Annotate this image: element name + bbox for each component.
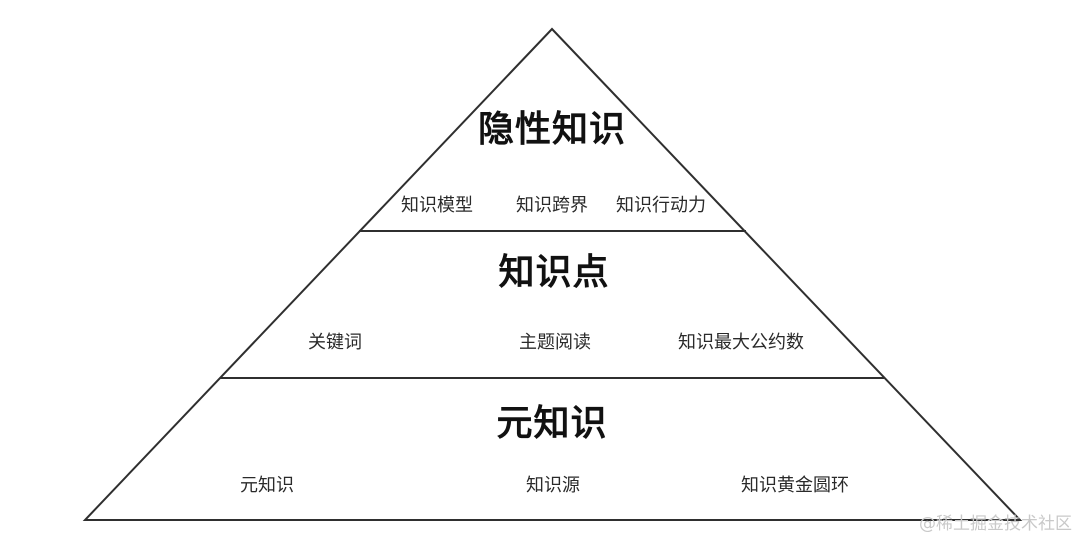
tier-item-knowledge-source: 知识源	[526, 475, 580, 496]
tier-item-keywords: 关键词	[308, 332, 362, 353]
tier-item-meta-knowledge: 元知识	[240, 475, 294, 496]
pyramid-triangle	[82, 27, 1023, 521]
tier-item-greatest-common-divisor: 知识最大公约数	[678, 332, 804, 353]
tier-title-tacit-knowledge: 隐性知识	[477, 109, 627, 150]
watermark: @稀土掘金技术社区	[919, 514, 1072, 534]
tier-item-knowledge-action: 知识行动力	[616, 195, 706, 216]
tier-title-knowledge-points: 知识点	[498, 252, 610, 293]
tier-item-knowledge-crossover: 知识跨界	[516, 195, 588, 216]
tier-title-meta-knowledge: 元知识	[496, 403, 608, 444]
tier-item-topic-reading: 主题阅读	[519, 332, 591, 353]
tier-item-knowledge-model: 知识模型	[401, 195, 473, 216]
tier-item-golden-circle: 知识黄金圆环	[741, 475, 849, 496]
